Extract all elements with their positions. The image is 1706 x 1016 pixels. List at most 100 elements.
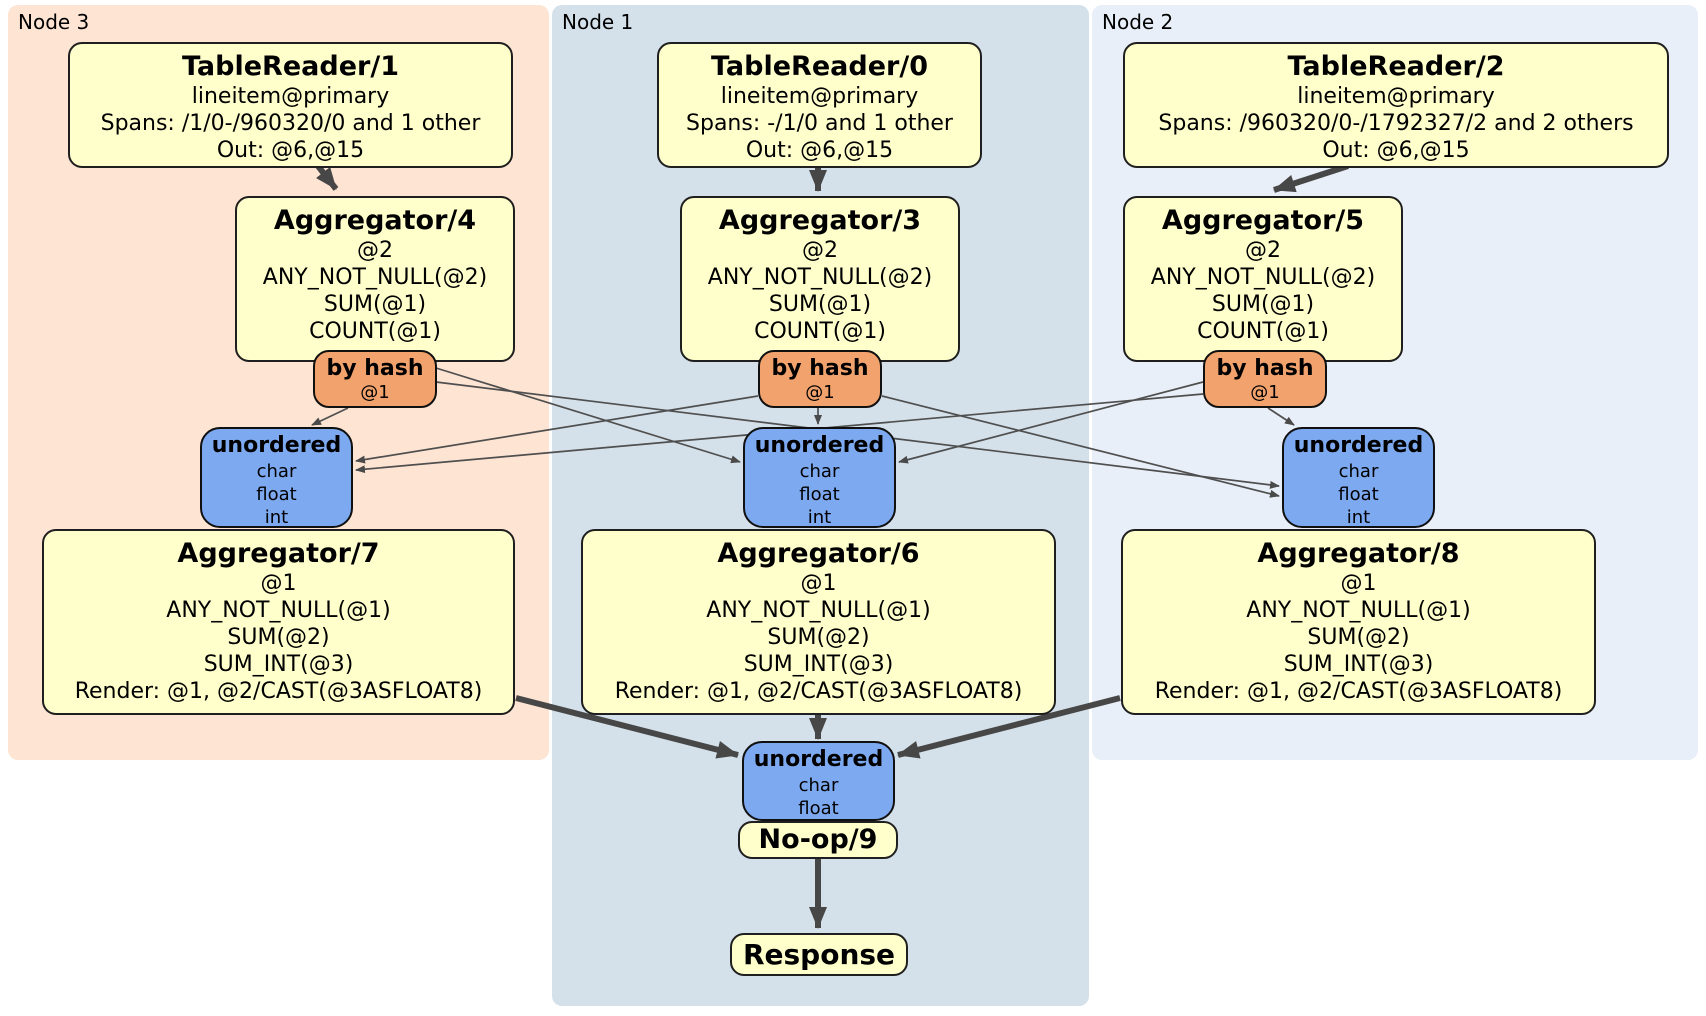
edge-tr1-agg4 (315, 164, 339, 191)
node3-label: Node 3 (18, 10, 90, 34)
sync-label: unordered (753, 747, 884, 772)
box-title: TableReader/0 (711, 51, 928, 82)
tablereader-0: TableReader/0 lineitem@primary Spans: -/… (657, 42, 982, 168)
box-line: SUM(@2) (227, 625, 330, 650)
node1-label: Node 1 (562, 10, 634, 34)
box-line: SUM_INT(@3) (1283, 652, 1434, 677)
box-line: lineitem@primary (720, 84, 919, 109)
edge-hash1-sync3 (355, 395, 759, 464)
router-detail: @1 (1250, 382, 1280, 403)
aggregator-3: Aggregator/3 @2 ANY_NOT_NULL(@2) SUM(@1)… (680, 196, 960, 362)
box-line: SUM(@2) (1307, 625, 1410, 650)
box-line: lineitem@primary (1297, 84, 1495, 109)
aggregator-5: Aggregator/5 @2 ANY_NOT_NULL(@2) SUM(@1)… (1123, 196, 1403, 362)
unordered-sync-node3: unordered char float int (200, 427, 353, 528)
hash-router-node3: by hash @1 (313, 350, 437, 408)
sync-type: float (799, 484, 840, 505)
edge-hash2-sync1 (898, 381, 1204, 464)
box-line: @2 (802, 238, 838, 263)
sync-type: int (807, 507, 832, 528)
hash-router-node1: by hash @1 (758, 350, 882, 408)
box-line: @2 (1245, 238, 1281, 263)
sync-label: unordered (211, 433, 342, 458)
box-title: No-op/9 (758, 824, 878, 855)
box-title: Aggregator/3 (718, 205, 922, 236)
box-line: lineitem@primary (191, 84, 390, 109)
router-label: by hash (1216, 356, 1314, 381)
sync-type: int (264, 507, 289, 528)
unordered-sync-node2: unordered char float int (1282, 427, 1435, 528)
node2-label: Node 2 (1102, 10, 1174, 34)
box-line: Spans: /960320/0-/1792327/2 and 2 others (1158, 111, 1634, 136)
box-title: Aggregator/4 (273, 205, 477, 236)
edge-hash3-sync3 (311, 407, 349, 426)
aggregator-7: Aggregator/7 @1 ANY_NOT_NULL(@1) SUM(@2)… (42, 529, 515, 715)
sync-label: unordered (754, 433, 885, 458)
box-line: Render: @1, @2/CAST(@3ASFLOAT8) (74, 679, 483, 704)
box-line: Render: @1, @2/CAST(@3ASFLOAT8) (614, 679, 1023, 704)
box-line: SUM_INT(@3) (203, 652, 354, 677)
box-line: SUM(@2) (767, 625, 870, 650)
box-line: COUNT(@1) (1197, 319, 1329, 344)
box-title: Aggregator/5 (1161, 205, 1365, 236)
box-title: Response (742, 937, 896, 971)
router-detail: @1 (360, 382, 390, 403)
sync-type: char (798, 775, 839, 796)
unordered-sync-node1: unordered char float int (743, 427, 896, 528)
sync-label: unordered (1293, 433, 1424, 458)
router-label: by hash (326, 356, 424, 381)
box-line: ANY_NOT_NULL(@1) (166, 598, 391, 623)
box-line: Out: @6,@15 (1322, 138, 1470, 163)
box-line: Render: @1, @2/CAST(@3ASFLOAT8) (1154, 679, 1563, 704)
box-line: Spans: -/1/0 and 1 other (686, 111, 953, 136)
box-line: SUM(@1) (1211, 292, 1315, 317)
sync-type: char (1338, 461, 1379, 482)
sync-type: float (1338, 484, 1379, 505)
edge-hash1-sync2 (881, 395, 1280, 498)
box-title: Aggregator/6 (717, 538, 920, 569)
noop-9: No-op/9 (738, 821, 898, 859)
box-title: TableReader/2 (1287, 51, 1505, 82)
sync-type: char (799, 461, 840, 482)
box-line: @1 (1340, 571, 1377, 596)
aggregator-4: Aggregator/4 @2 ANY_NOT_NULL(@2) SUM(@1)… (235, 196, 515, 362)
box-line: @1 (260, 571, 297, 596)
box-line: ANY_NOT_NULL(@2) (1150, 265, 1376, 290)
unordered-sync-final: unordered char float (742, 741, 895, 821)
box-line: SUM(@1) (768, 292, 872, 317)
box-line: Spans: /1/0-/960320/0 and 1 other (100, 111, 481, 136)
box-line: SUM(@1) (323, 292, 427, 317)
edge-agg7-sync-final (515, 695, 739, 759)
box-title: Aggregator/8 (1257, 538, 1460, 569)
box-line: @2 (357, 238, 393, 263)
box-line: @1 (800, 571, 837, 596)
tablereader-2: TableReader/2 lineitem@primary Spans: /9… (1123, 42, 1669, 168)
box-title: Aggregator/7 (177, 538, 380, 569)
sync-type: char (256, 461, 297, 482)
box-line: COUNT(@1) (754, 319, 886, 344)
box-line: ANY_NOT_NULL(@1) (706, 598, 931, 623)
box-line: Out: @6,@15 (745, 138, 894, 163)
edge-hash2-sync2 (1267, 407, 1295, 426)
router-label: by hash (771, 356, 869, 381)
edge-hash3-sync1 (435, 367, 741, 464)
box-line: Out: @6,@15 (216, 138, 365, 163)
sync-type: float (256, 484, 297, 505)
box-title: TableReader/1 (182, 51, 399, 82)
edge-agg8-sync-final (897, 695, 1121, 759)
box-line: ANY_NOT_NULL(@1) (1246, 598, 1471, 623)
box-line: SUM_INT(@3) (743, 652, 894, 677)
box-line: ANY_NOT_NULL(@2) (707, 265, 933, 290)
box-line: ANY_NOT_NULL(@2) (262, 265, 488, 290)
aggregator-8: Aggregator/8 @1 ANY_NOT_NULL(@1) SUM(@2)… (1121, 529, 1596, 715)
sync-type: int (1346, 507, 1371, 528)
sync-type: float (798, 798, 839, 819)
hash-router-node2: by hash @1 (1203, 350, 1327, 408)
box-line: COUNT(@1) (309, 319, 441, 344)
router-detail: @1 (805, 382, 835, 403)
aggregator-6: Aggregator/6 @1 ANY_NOT_NULL(@1) SUM(@2)… (581, 529, 1056, 715)
tablereader-1: TableReader/1 lineitem@primary Spans: /1… (68, 42, 513, 168)
response: Response (730, 933, 908, 976)
